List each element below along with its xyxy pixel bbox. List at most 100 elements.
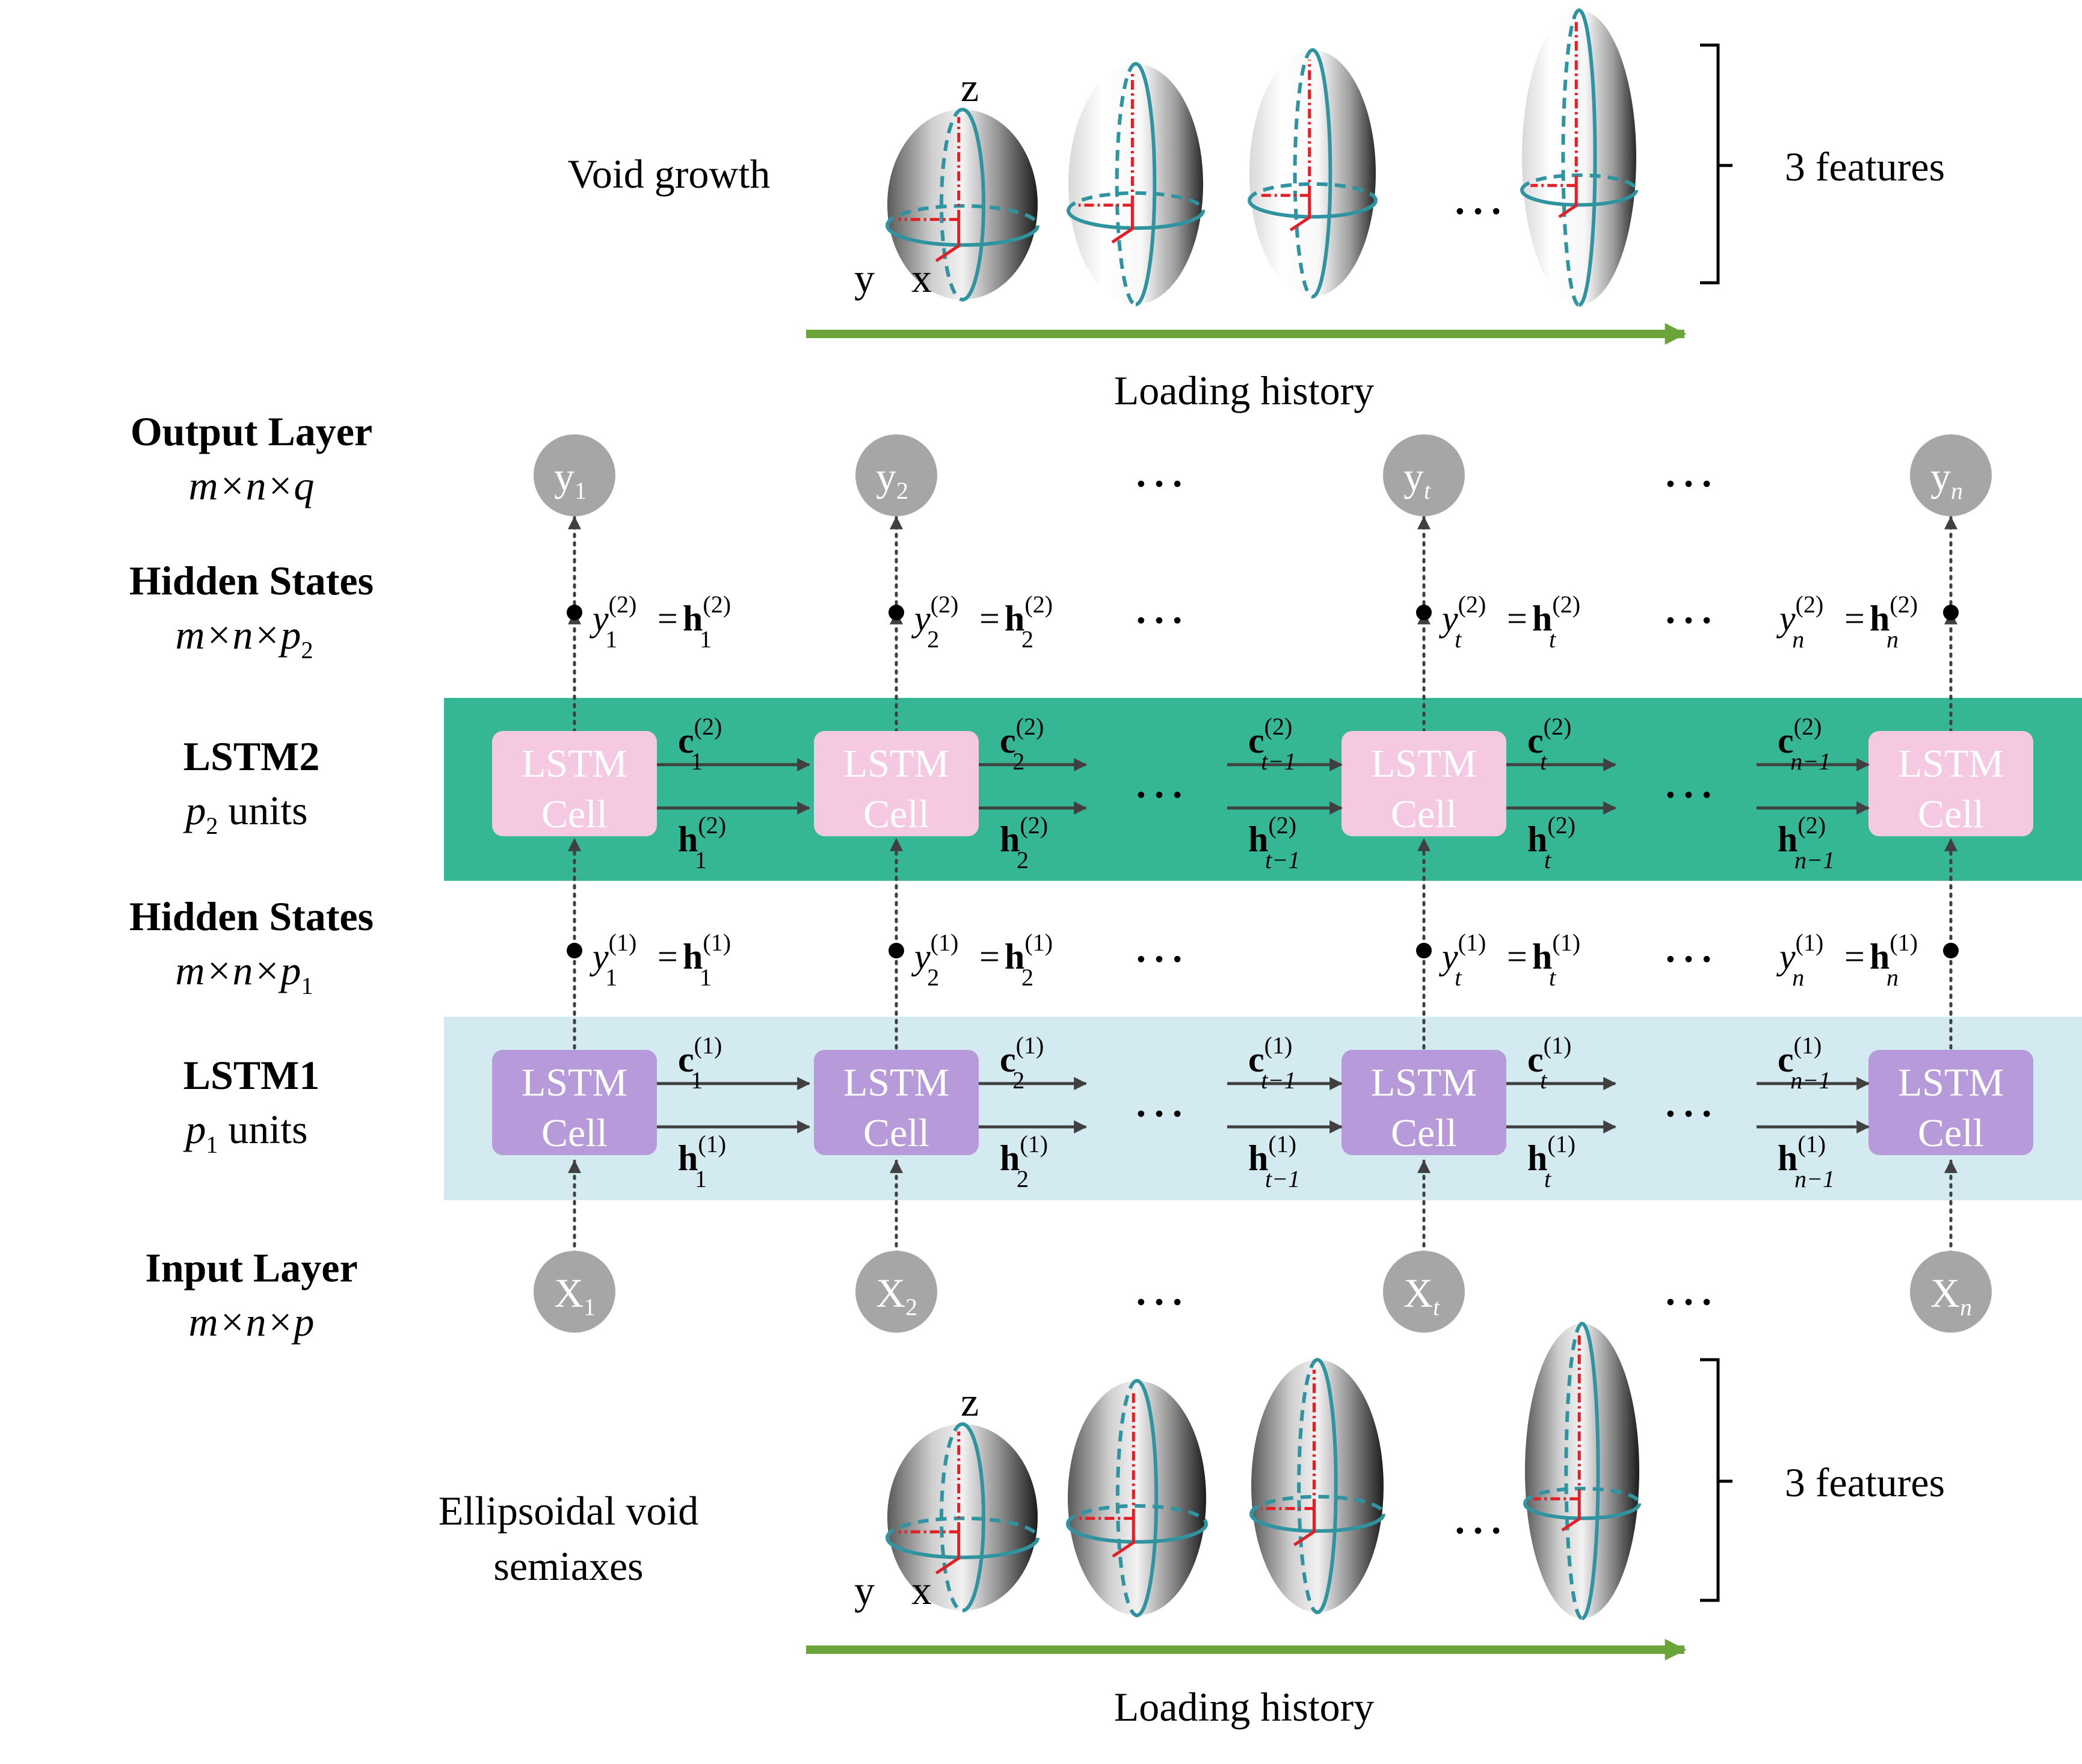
semiaxis-x <box>1289 195 1311 232</box>
c-prev-state-label: c(1)t−1 <box>1248 1032 1296 1094</box>
h-state-label: h(2)2 <box>1000 812 1048 874</box>
lstm1-units: p1 units <box>183 1106 307 1158</box>
semiaxis-x <box>1293 1508 1316 1546</box>
lstm2-units: p2 units <box>183 788 307 839</box>
bottom-ellipsoid-ellipsis: … <box>1451 1485 1509 1545</box>
output-node: y2 <box>855 434 937 516</box>
hidden-state-equation: y(2)t=h(2)t <box>1438 591 1580 653</box>
lstm-cell-box <box>814 1050 979 1155</box>
hidden-h-symbol: h(2)1 <box>683 591 731 653</box>
ellipsis: … <box>1662 914 1719 973</box>
ellipsoid-body <box>1525 1324 1639 1618</box>
axis-label-y: y <box>854 1567 875 1613</box>
ellipsoid <box>1066 1379 1208 1617</box>
meridian-front <box>962 1422 985 1612</box>
ellipsis: … <box>1662 1257 1719 1316</box>
input-layer-title: Input Layer <box>145 1245 357 1291</box>
equator-front <box>1066 1523 1208 1544</box>
equals-sign: = <box>1507 937 1527 976</box>
node-label: Xt <box>1403 1270 1440 1321</box>
bottom-loading-history-label: Loading history <box>1114 1684 1375 1730</box>
node-label: y1 <box>554 454 587 504</box>
row-labels: Output Layer m×n×q Hidden States m×n×p2 … <box>129 409 374 1345</box>
hidden-state-dot <box>889 943 904 958</box>
ellipsis: … <box>1132 750 1190 809</box>
meridian-back <box>1293 48 1313 298</box>
h-state-label: h(2)1 <box>678 812 726 874</box>
lstm-cell-label-line1: LSTM <box>522 1061 627 1105</box>
node-circle <box>1910 1251 1992 1333</box>
equator-back <box>885 1516 1039 1538</box>
semiaxis-x <box>1558 185 1578 218</box>
lstm1-cell: LSTM Cell <box>492 1050 657 1155</box>
h-state-label: h(2)t <box>1527 812 1575 874</box>
equator-back <box>1248 182 1378 201</box>
hidden-state-dot <box>567 943 582 958</box>
lstm-cell-label-line1: LSTM <box>1371 1061 1477 1105</box>
ellipsis: … <box>1132 914 1190 973</box>
recurrent-connections: c(2)1h(2)1c(2)2h(2)2c(2)th(2)tc(2)t−1h(2… <box>657 713 1870 1192</box>
ellipsoid <box>1523 1322 1641 1620</box>
meridian-front <box>1312 48 1332 298</box>
node-circle <box>534 1251 615 1333</box>
lstm-cell-label-line1: LSTM <box>1898 1061 2004 1105</box>
hidden-y-symbol: y(1)t <box>1438 929 1486 991</box>
top-ellipsoid-ellipsis: … <box>1451 166 1509 226</box>
axis-label-z: z <box>961 1379 979 1425</box>
equator-front <box>1248 200 1378 219</box>
node-circle <box>855 434 937 516</box>
hidden-state-dot <box>889 605 904 620</box>
hidden-state-equation: y(1)n=h(1)n <box>1776 929 1918 991</box>
c-state-label: c(1)1 <box>678 1032 722 1094</box>
axis-label-y: y <box>854 255 875 301</box>
hidden-state-dot <box>1943 943 1959 958</box>
hidden-h-symbol: h(2)n <box>1870 591 1918 653</box>
ellipsoid-body <box>1522 10 1636 305</box>
equals-sign: = <box>658 937 678 976</box>
output-node: yt <box>1383 434 1465 516</box>
ellipsoid-body <box>1251 1360 1384 1612</box>
c-prev-state-label: c(2)n−1 <box>1778 713 1831 775</box>
c-state-label: c(1)t <box>1527 1032 1571 1094</box>
top-brace <box>1700 43 1732 285</box>
lstm-cell-label-line1: LSTM <box>843 1061 949 1105</box>
ellipsoid <box>1067 62 1205 306</box>
equator-back <box>1067 191 1205 211</box>
meridian-back <box>1564 1322 1583 1620</box>
lstm-cell-box <box>492 731 657 836</box>
node-circle <box>855 1251 937 1333</box>
meridian-back <box>1297 1358 1318 1614</box>
ellipsoid-body <box>1068 1381 1206 1615</box>
lstm-cell-label-line2: Cell <box>1918 1111 1984 1155</box>
meridian-front <box>1135 62 1157 306</box>
ellipsis: … <box>1662 575 1719 635</box>
hidden-states-2-title: Hidden States <box>129 558 374 603</box>
c-state-label: c(1)2 <box>1000 1032 1044 1094</box>
meridian-back <box>940 1422 963 1612</box>
lstm-cell-label-line1: LSTM <box>1371 742 1477 786</box>
equator-back <box>1520 173 1638 191</box>
equator-front <box>885 225 1039 247</box>
lstm-cell-box <box>1341 731 1506 836</box>
top-features-label: 3 features <box>1785 144 1945 190</box>
lstm-cell-label-line2: Cell <box>541 1111 608 1155</box>
input-layer-dims: m×n×p <box>189 1299 315 1345</box>
c-state-label: c(2)t <box>1527 713 1571 775</box>
equator-back <box>1523 1487 1641 1504</box>
equator-front <box>1249 1513 1385 1533</box>
equator-back <box>1249 1494 1385 1514</box>
ellipsoid-body <box>1249 50 1376 297</box>
equator-front <box>885 1537 1039 1559</box>
ellipsoid <box>1520 8 1638 307</box>
hidden-y-symbol: y(1)1 <box>589 929 636 991</box>
equator-front <box>1067 210 1205 230</box>
hidden-states-1-title: Hidden States <box>129 893 374 939</box>
equator-back <box>1066 1504 1208 1525</box>
